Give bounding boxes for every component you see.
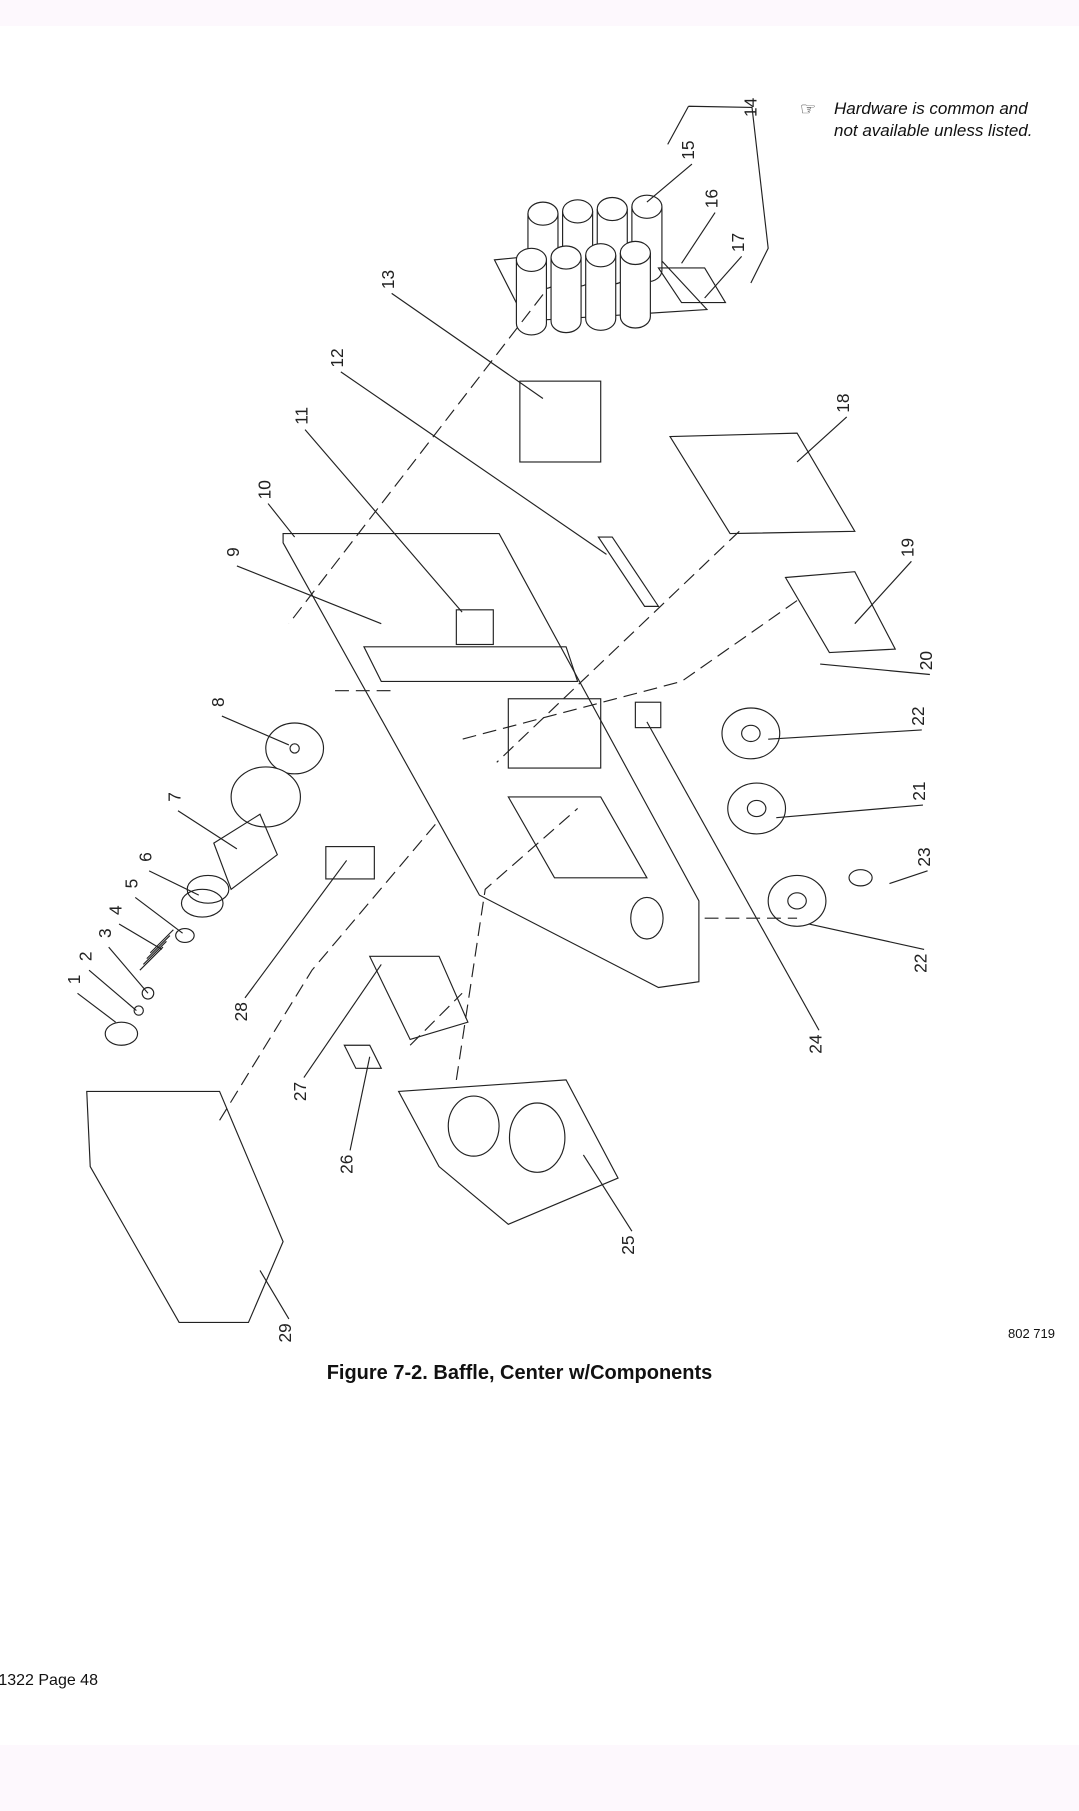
- callout-number: 16: [701, 189, 721, 208]
- leader-line: [796, 416, 848, 463]
- capacitor-top: [585, 243, 617, 268]
- leader-line: [77, 992, 116, 1023]
- leader-line: [221, 715, 290, 746]
- motor-part-25: [397, 1079, 619, 1225]
- callout-number: 27: [290, 1082, 310, 1101]
- callout-number: 5: [122, 879, 142, 889]
- callout-number: 7: [164, 792, 184, 802]
- callout-number: 1: [64, 975, 84, 985]
- relay-part-13: [519, 380, 602, 463]
- leader-line: [582, 1154, 633, 1232]
- capacitor-top: [619, 240, 651, 266]
- leader-line: [820, 663, 930, 676]
- leader-line: [148, 870, 200, 896]
- callout-number: 4: [105, 905, 125, 915]
- capacitors: [515, 194, 663, 336]
- callout-number: 10: [254, 480, 274, 499]
- capacitor-top: [550, 245, 582, 270]
- page-footer: -1322 Page 48: [0, 1672, 98, 1689]
- note-line-2: not available unless listed.: [834, 121, 1033, 140]
- plate-part-18: [668, 432, 856, 535]
- leader-line: [134, 896, 183, 934]
- leader-line: [236, 565, 382, 625]
- capacitor: [585, 255, 617, 331]
- capacitor-top: [515, 247, 548, 272]
- callout-number: 22: [908, 706, 928, 725]
- callout-number: 21: [909, 782, 929, 801]
- leader-line: [776, 804, 924, 819]
- leader-line: [681, 212, 716, 264]
- callout-number: 28: [231, 1002, 251, 1021]
- leader-line: [340, 371, 607, 555]
- pointing-hand-icon: ☞: [800, 99, 817, 119]
- cover-part-29: [86, 1090, 284, 1324]
- leader-line: [349, 1056, 371, 1151]
- callout-number: 11: [291, 407, 311, 425]
- callout-number: 2: [75, 951, 95, 961]
- leader-line: [768, 729, 922, 740]
- terminal-block-19: [784, 571, 897, 654]
- capacitor-top: [562, 199, 594, 224]
- leader-line: [177, 810, 238, 850]
- callout-number: 22: [910, 954, 930, 973]
- callout-number: 6: [135, 852, 155, 862]
- leader-line: [704, 256, 743, 299]
- capacitor-top: [631, 194, 663, 219]
- note-line-1: Hardware is common and: [834, 99, 1028, 118]
- capacitor-top: [596, 196, 628, 222]
- callout-number: 24: [805, 1034, 825, 1054]
- leader-line: [108, 946, 149, 994]
- callout-number: 13: [378, 270, 398, 289]
- callout-number: 3: [95, 928, 115, 938]
- leader-line: [646, 721, 820, 1031]
- callout-number: 25: [618, 1235, 638, 1254]
- callout-number: 23: [914, 847, 934, 866]
- leader-line: [244, 860, 348, 999]
- leader-line: [118, 923, 163, 950]
- leader-line: [646, 163, 693, 203]
- callout-number: 15: [678, 141, 698, 160]
- callout-number: 29: [275, 1323, 295, 1342]
- viewer-top-band: [0, 0, 1079, 26]
- callout-number: 12: [327, 348, 347, 367]
- leader-line: [391, 292, 544, 399]
- callout-number: 26: [336, 1155, 356, 1174]
- leader-line: [808, 923, 925, 950]
- capacitor: [515, 259, 548, 336]
- leader-line: [304, 429, 463, 613]
- callout-number: 18: [833, 393, 853, 412]
- leader-line: [88, 969, 137, 1012]
- callout-number: 9: [223, 547, 243, 557]
- leader-line: [303, 964, 382, 1078]
- capacitor: [619, 252, 651, 329]
- center-baffle-panel: [282, 533, 700, 989]
- leader-line: [267, 503, 296, 538]
- drawing-number: 802 719: [1008, 1326, 1055, 1341]
- capacitor-top: [527, 201, 559, 226]
- callout-number: 20: [916, 651, 936, 670]
- leader-line: [259, 1270, 290, 1320]
- leader-line: [889, 870, 928, 885]
- capacitor: [550, 257, 582, 334]
- leader-line: [854, 560, 912, 625]
- callout-number: 19: [898, 538, 918, 557]
- callout-number: 14: [741, 97, 761, 117]
- figure-caption: Figure 7-2. Baffle, Center w/Components: [326, 1362, 713, 1384]
- callout-number: 17: [728, 233, 748, 252]
- viewer-bottom-band: [0, 1745, 1079, 1811]
- callout-number: 8: [208, 697, 228, 707]
